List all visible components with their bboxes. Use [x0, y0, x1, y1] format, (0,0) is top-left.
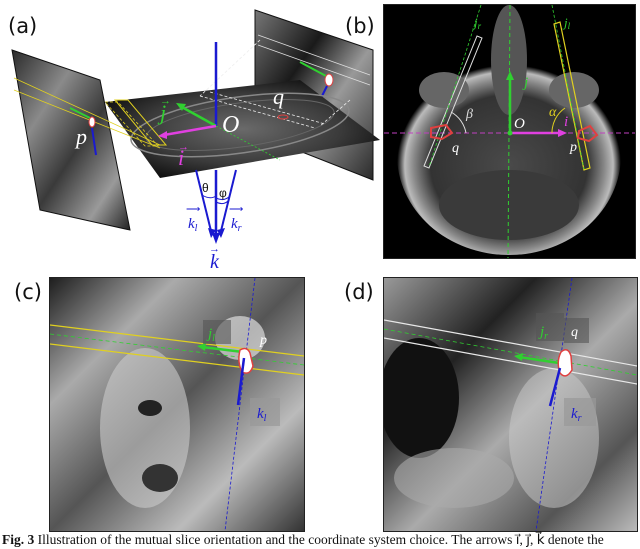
- i-label: i: [178, 145, 184, 170]
- kr-label: kr: [231, 216, 242, 234]
- caption-text: Illustration of the mutual slice orienta…: [37, 532, 604, 547]
- panel-label-b: (b): [345, 14, 375, 38]
- kl-label-c: kl: [257, 406, 267, 424]
- origin-label-b: O: [514, 116, 525, 132]
- svg-text:→: →: [160, 95, 171, 107]
- jr-vector-d: [518, 355, 560, 365]
- figure-caption: Fig. 3 Illustration of the mutual slice …: [2, 532, 640, 548]
- point-q-label: q: [273, 84, 284, 109]
- jl-label-b: jl: [562, 15, 571, 31]
- svg-text:⟶: ⟶: [186, 204, 200, 215]
- svg-text:→: →: [178, 141, 189, 153]
- theta-label: θ: [202, 181, 209, 195]
- kl-vector-c: [236, 357, 246, 406]
- q-label-d: q: [571, 325, 578, 340]
- point-p-label: p: [74, 124, 87, 149]
- alpha-label: α: [549, 105, 557, 120]
- svg-text:⟶: ⟶: [229, 204, 243, 215]
- q-label-b: q: [452, 141, 459, 156]
- panel-label-c: (c): [14, 280, 42, 304]
- jr-label-b: jr: [472, 15, 482, 31]
- jr-label-d: jr: [538, 324, 548, 342]
- j-vector: [179, 104, 217, 128]
- k-label: k: [210, 251, 220, 270]
- i-vector: [163, 124, 217, 137]
- left-slice: [11, 49, 131, 231]
- panel-d-right-oblique-mri: jr q kr: [383, 277, 638, 532]
- j-label-b: j: [522, 75, 528, 91]
- caption-prefix: Fig. 3: [2, 532, 35, 547]
- kl-label: kl: [188, 216, 198, 234]
- kr-label-d: kr: [571, 406, 582, 424]
- j-label: j: [157, 100, 166, 125]
- jl-label-c: jl: [206, 326, 215, 344]
- beta-label: β: [465, 107, 473, 122]
- phi-label: φ: [219, 186, 227, 200]
- p-label-b: p: [569, 140, 577, 155]
- panel-a-3d-diagram: p q O j → i → θ φ kl ⟶ kr ⟶ k →: [0, 0, 380, 273]
- origin-label: O: [222, 112, 239, 138]
- svg-text:→: →: [209, 243, 220, 255]
- i-label-b: i: [564, 114, 568, 130]
- panel-label-d: (d): [344, 280, 374, 304]
- p-label-c: p: [259, 333, 267, 348]
- kr-vector-d: [548, 367, 562, 407]
- panel-b-axial-mri: O j i β α q p jr jl: [383, 4, 636, 259]
- panel-c-left-oblique-mri: jl p kl: [49, 277, 305, 532]
- axial-slice: [105, 80, 380, 178]
- jl-vector-c: [201, 345, 244, 354]
- panel-label-a: (a): [8, 14, 38, 38]
